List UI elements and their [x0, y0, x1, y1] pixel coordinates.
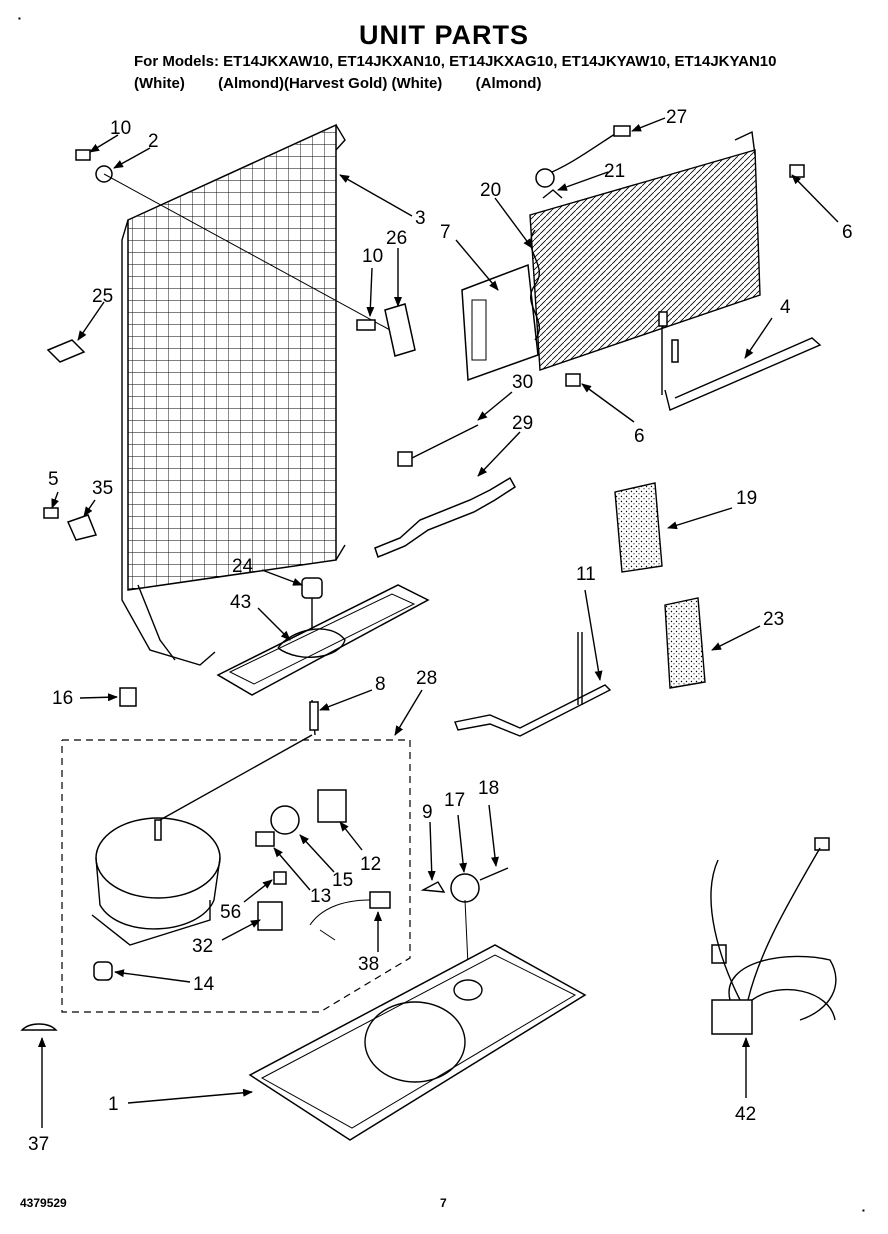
- callout-18: 18: [478, 778, 499, 799]
- mounting-bracket: [384, 303, 416, 357]
- callout-11: 11: [576, 564, 596, 585]
- callout-17: 17: [444, 790, 465, 811]
- corner-mark-top: ▪: [18, 14, 21, 23]
- bracket-clip: [46, 339, 86, 363]
- callout-3: 3: [415, 208, 426, 229]
- screw-evap-left: [565, 373, 581, 387]
- callout-37: 37: [28, 1134, 49, 1155]
- callout-15: 15: [332, 870, 353, 891]
- callout-9: 9: [422, 802, 433, 823]
- callout-19: 19: [736, 488, 757, 509]
- condenser-coil: [121, 123, 346, 666]
- callout-24: 24: [232, 556, 254, 577]
- callout-6-right: 6: [842, 222, 853, 243]
- ground-screw: [273, 871, 287, 885]
- callout-35: 35: [92, 478, 113, 499]
- fan-shaft: [479, 867, 509, 881]
- capacitor: [257, 901, 283, 931]
- callout-26: 26: [386, 228, 407, 249]
- callout-14: 14: [193, 974, 215, 995]
- callout-38: 38: [358, 954, 379, 975]
- sensor-tube: [397, 424, 479, 467]
- compressor-grommet: [93, 961, 113, 981]
- compressor: [91, 734, 313, 946]
- wire-clip: [119, 687, 137, 707]
- callout-13: 13: [310, 886, 331, 907]
- corner-mark-bottom: ▪: [862, 1206, 865, 1215]
- screw-lower: [43, 507, 59, 519]
- drain-tube-part: [309, 701, 319, 731]
- models-line: For Models: ET14JKXAW10, ET14JKXAN10, ET…: [134, 53, 777, 70]
- leader-lines: [38, 117, 839, 1128]
- callout-7: 7: [440, 222, 451, 243]
- callout-29: 29: [512, 413, 533, 434]
- relay-clip: [255, 831, 275, 847]
- callout-28: 28: [416, 668, 437, 689]
- return-tube: [454, 684, 612, 737]
- callout-30: 30: [512, 372, 533, 393]
- colors-line: (White) (Almond)(Harvest Gold) (White) (…: [134, 75, 542, 92]
- page-number: 7: [440, 1196, 447, 1210]
- callout-6-left: 6: [634, 426, 645, 447]
- hub-leader: [464, 899, 469, 966]
- condenser-axis: [103, 173, 391, 331]
- callout-32: 32: [192, 936, 213, 957]
- callout-21: 21: [604, 161, 625, 182]
- callout-1: 1: [108, 1094, 119, 1115]
- callout-2: 2: [148, 131, 159, 152]
- thermostat-clip: [542, 189, 563, 199]
- callout-5: 5: [48, 469, 59, 490]
- callout-20: 20: [480, 180, 501, 201]
- callout-10: 10: [110, 118, 131, 139]
- document-number: 4379529: [20, 1196, 67, 1210]
- callout-4: 4: [780, 297, 791, 318]
- callout-12: 12: [360, 854, 381, 875]
- filter-drier: [374, 476, 516, 558]
- foam-block-lower: [664, 597, 706, 689]
- compressor-assembly-box: [61, 739, 411, 1013]
- defrost-thermostat: [535, 168, 555, 188]
- callout-10-lower: 10: [362, 246, 383, 267]
- callout-25: 25: [92, 286, 113, 307]
- defrost-heater: [658, 311, 822, 411]
- callout-43: 43: [230, 592, 251, 613]
- wiring-harness: [710, 837, 837, 1035]
- fan-blade-hub: [450, 873, 480, 903]
- callout-27: 27: [666, 107, 687, 128]
- wire-terminal: [369, 891, 391, 909]
- screw-upper: [75, 149, 91, 161]
- drain-pan: [216, 577, 430, 696]
- callout-16: 16: [52, 688, 73, 709]
- tube-riser: [577, 632, 583, 705]
- callout-labels: 10 2 3 4 5 6 6 7 8 9 10 11 12 13 14 15 1…: [28, 107, 853, 1155]
- callout-56: 56: [220, 902, 241, 923]
- terminal-leads: [309, 899, 371, 941]
- screw-mount: [356, 319, 376, 331]
- page-title: UNIT PARTS: [359, 20, 529, 50]
- callout-23: 23: [763, 609, 784, 630]
- retainer-clip: [66, 514, 98, 541]
- start-relay: [270, 805, 300, 835]
- evaporator-coil: [461, 130, 761, 382]
- small-clip: [20, 1023, 58, 1031]
- foam-block-upper: [614, 482, 663, 573]
- callout-42: 42: [735, 1104, 756, 1125]
- fan-clip: [420, 881, 446, 893]
- wire-connector: [613, 125, 631, 137]
- base-plate: [248, 944, 587, 1141]
- overload-relay: [317, 789, 347, 823]
- callout-8: 8: [375, 674, 386, 695]
